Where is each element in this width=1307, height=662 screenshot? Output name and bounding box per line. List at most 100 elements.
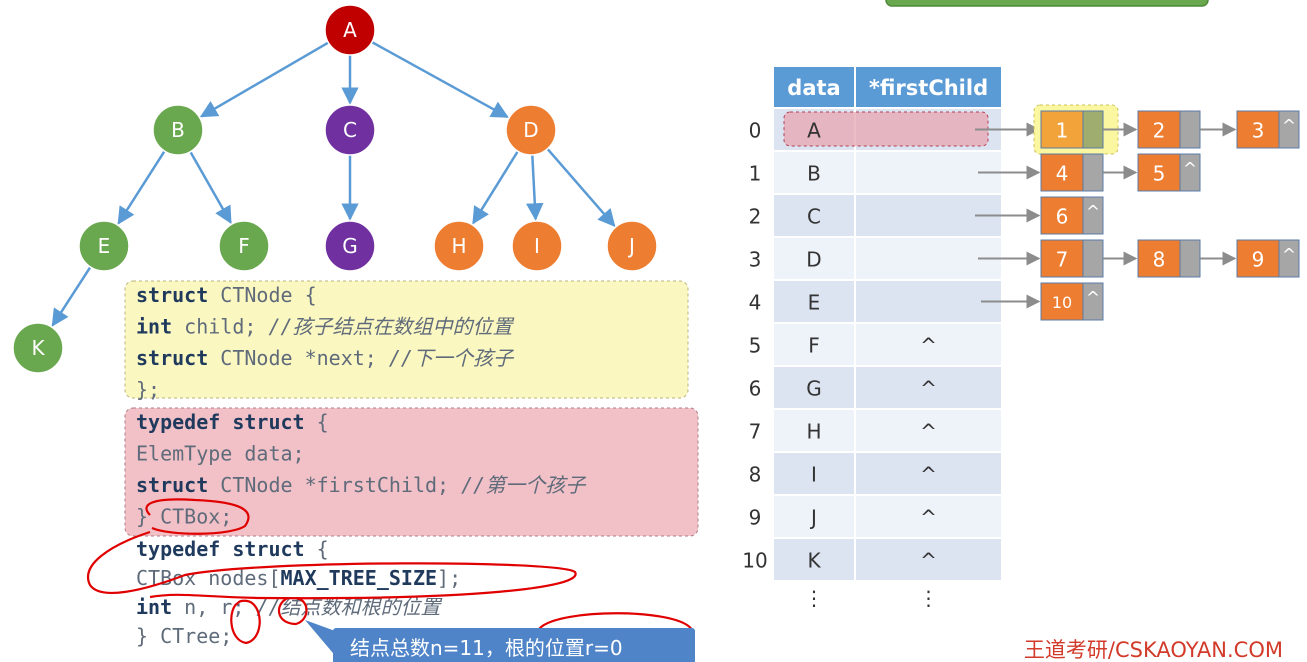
tree-node-label-E: E — [98, 234, 111, 258]
firstchild-cell — [856, 539, 1001, 580]
child-node-index: 9 — [1252, 248, 1265, 272]
tree-node-B — [152, 104, 204, 156]
tree-node-label-J: J — [627, 234, 635, 258]
tree-edge-A-B — [199, 41, 330, 118]
ctree-token: MAX_TREE_SIZE — [281, 566, 438, 590]
child-node-next-cell — [1278, 110, 1300, 149]
child-node-next-cell — [1082, 196, 1104, 235]
child-list-node: 9^ — [1236, 239, 1300, 278]
table-header: data*firstChild — [774, 67, 1001, 107]
ctbox-token: //第一个孩子 — [461, 473, 587, 497]
row-0-data-label: A — [807, 119, 821, 143]
tree-node-label-I: I — [534, 234, 540, 258]
firstchild-cell — [856, 324, 1001, 365]
row-index: 6 — [749, 377, 762, 401]
ctbox-line: } CTBox; — [136, 505, 232, 529]
firstchild-cell — [856, 453, 1001, 494]
child-node-index: 1 — [1056, 119, 1069, 143]
child-node-next-cell — [1179, 239, 1201, 278]
ctbox-token: typedef struct — [136, 410, 317, 434]
firstchild-cell — [856, 367, 1001, 408]
tree-node-A — [324, 4, 376, 56]
ctree-token: int — [136, 595, 184, 619]
ctnode-token: }; — [136, 378, 160, 402]
child-list-node: 8 — [1137, 239, 1237, 278]
ctnode-token: child; — [184, 315, 268, 339]
tree-node-I — [511, 220, 563, 272]
data-cell — [774, 195, 854, 236]
ctree-line: typedef struct { — [136, 537, 329, 561]
tree-edge-D-J — [546, 148, 616, 227]
data-cell — [774, 496, 854, 537]
ctree-token: { — [317, 537, 329, 561]
row-index: 10 — [742, 549, 767, 573]
child-node-value-cell — [1040, 239, 1084, 278]
data-cell — [774, 539, 854, 580]
row-data: J — [809, 506, 817, 530]
firstchild-cell — [856, 496, 1001, 537]
child-node-next-cell — [1082, 239, 1104, 278]
ctbox-token: struct — [136, 473, 220, 497]
ctree-token: typedef struct — [136, 537, 317, 561]
row-firstchild: ^ — [920, 334, 937, 358]
ctree-token: n, r; — [184, 595, 256, 619]
null-pointer-symbol: ^ — [1282, 246, 1296, 266]
child-list-node: 10^ — [1040, 282, 1104, 321]
tree-node-label-C: C — [343, 118, 357, 142]
row-firstchild: ^ — [920, 549, 937, 573]
row-index: 0 — [749, 119, 762, 143]
ctnode-token: struct — [136, 283, 220, 307]
null-pointer-symbol: ^ — [1282, 117, 1296, 137]
ctbox-token: } CTBox; — [136, 505, 232, 529]
data-cell — [774, 152, 854, 193]
child-list-node: 3^ — [1236, 110, 1300, 149]
tree-node-label-F: F — [238, 234, 250, 258]
tree-edge-D-H — [472, 150, 519, 225]
table-header-label: data — [787, 76, 840, 100]
null-pointer-symbol: ^ — [1086, 203, 1100, 223]
child-list-node: 1 — [1033, 104, 1138, 155]
nodes-loop — [87, 530, 577, 600]
ctnode-token: CTNode *next; — [220, 346, 389, 370]
ctbox-line: typedef struct { — [136, 410, 329, 434]
tree-node-F — [218, 220, 270, 272]
ctnode-token: int — [136, 315, 184, 339]
child-node-value-cell — [1040, 153, 1084, 192]
row-index: 5 — [749, 334, 762, 358]
null-pointer-symbol: ^ — [1183, 160, 1197, 180]
ctnode-struct-code: struct CTNode { int child; //孩子结点在数组中的位置… — [136, 283, 515, 402]
child-list-node: 4 — [1040, 153, 1138, 192]
ctnode-token: struct — [136, 346, 220, 370]
ctnode-token: //孩子结点在数组中的位置 — [268, 315, 514, 339]
ctbox-line: ElemType data; — [136, 442, 305, 466]
child-node-next-cell — [1082, 153, 1104, 192]
tree-node-K — [12, 322, 64, 374]
row-firstchild: ^ — [920, 463, 937, 487]
tree-edge-B-F — [189, 151, 232, 225]
row-index: 2 — [749, 205, 762, 229]
ctbox-struct-code: typedef struct { ElemType data; struct C… — [136, 410, 587, 529]
data-cell — [774, 367, 854, 408]
child-node-next-cell — [1179, 110, 1201, 149]
ctbox-line: struct CTNode *firstChild; //第一个孩子 — [136, 473, 587, 497]
callout-pointer — [305, 620, 338, 659]
ctnode-line: int child; //孩子结点在数组中的位置 — [136, 315, 515, 339]
child-node-value-cell — [1040, 196, 1084, 235]
data-cell — [774, 281, 854, 322]
ctree-line: CTBox nodes[MAX_TREE_SIZE]; — [136, 566, 461, 590]
child-node-index: 10 — [1052, 293, 1072, 312]
row-index: 1 — [749, 162, 762, 186]
ctbox-struct-panel — [124, 407, 699, 537]
child-node-index: 4 — [1056, 162, 1069, 186]
n-circle — [230, 599, 261, 645]
row-data: I — [811, 463, 817, 487]
child-node-value-cell — [1236, 239, 1280, 278]
ctbox-token: CTNode *firstChild; — [220, 473, 461, 497]
tree-edge-B-E — [117, 150, 166, 225]
